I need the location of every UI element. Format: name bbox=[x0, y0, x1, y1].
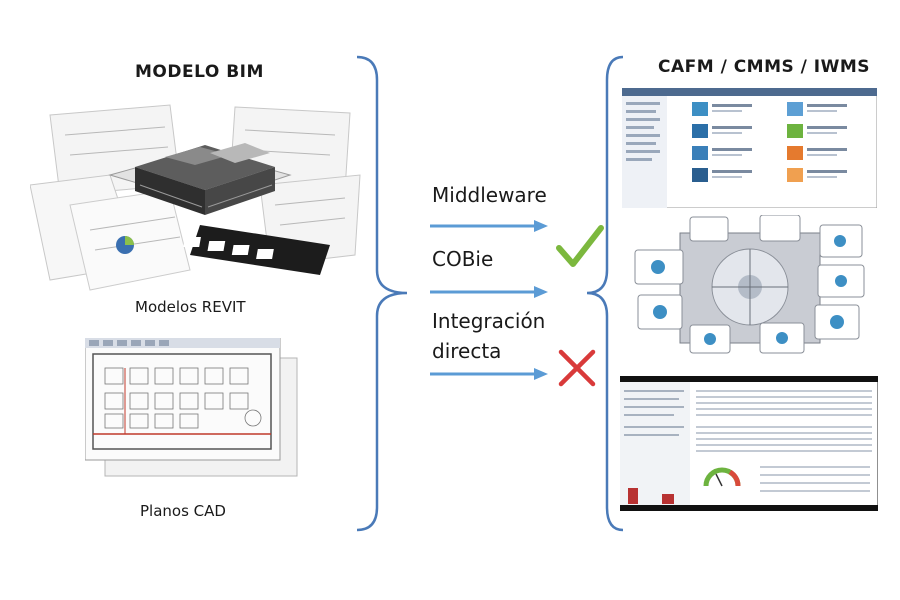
bim-model-title: MODELO BIM bbox=[135, 62, 264, 82]
cafm-hub-diagram bbox=[630, 215, 870, 355]
cad-plans-illustration bbox=[85, 338, 300, 478]
cross-icon bbox=[557, 348, 597, 388]
middleware-arrow bbox=[430, 218, 550, 234]
middleware-label: Middleware bbox=[432, 183, 547, 207]
check-icon bbox=[555, 222, 605, 272]
direct-integration-label-line1: Integración bbox=[432, 309, 546, 333]
direct-integration-label-line2: directa bbox=[432, 339, 502, 363]
cobie-label: COBie bbox=[432, 247, 494, 271]
bim-model-illustration bbox=[30, 95, 370, 295]
cobie-arrow bbox=[430, 284, 550, 300]
cafm-cmms-iwms-title: CAFM / CMMS / IWMS bbox=[658, 57, 871, 77]
left-bracket bbox=[355, 55, 415, 535]
direct-integration-arrow bbox=[430, 366, 550, 382]
cafm-portal-screenshot bbox=[622, 88, 877, 208]
revit-models-caption: Modelos REVIT bbox=[135, 298, 246, 316]
cad-plans-caption: Planos CAD bbox=[140, 502, 226, 520]
cafm-dashboard-screenshot bbox=[620, 376, 878, 511]
right-bracket bbox=[585, 55, 625, 535]
